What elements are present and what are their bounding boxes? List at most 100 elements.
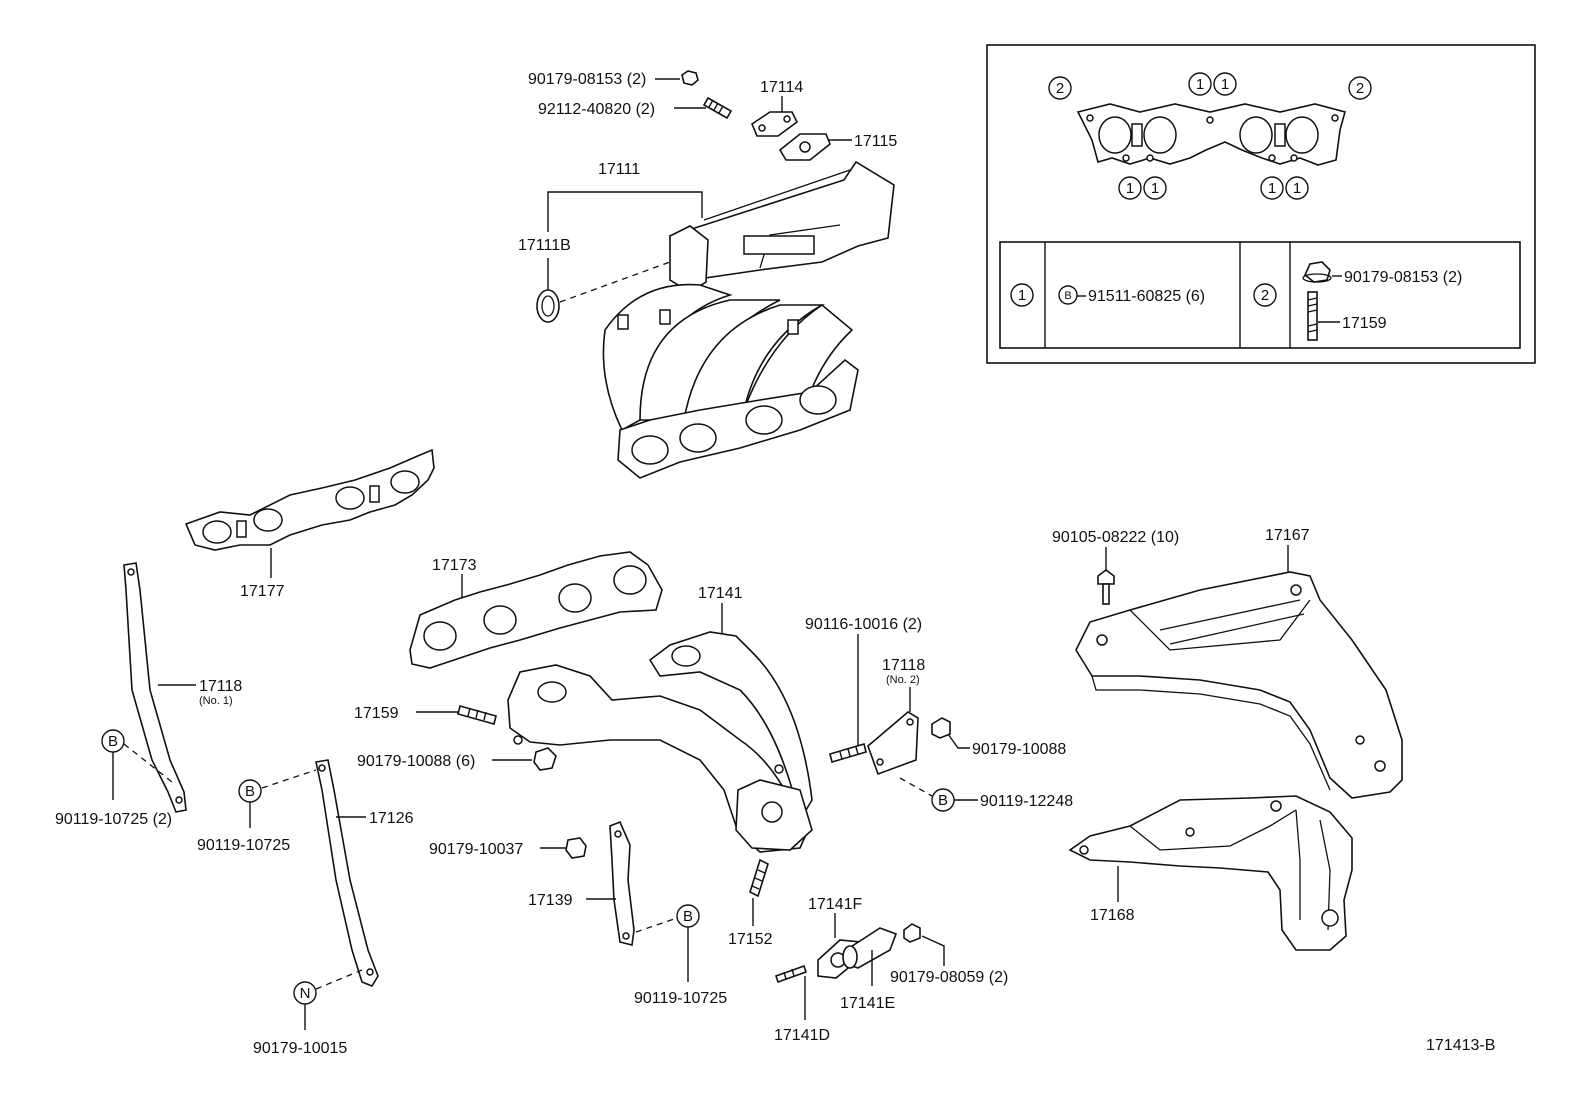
bracket-17139 [609,820,635,946]
svg-text:2: 2 [1261,287,1269,304]
label-90179-10088: 90179-10088 [972,741,1066,758]
stud-bolt-icon [1307,291,1318,341]
svg-text:2: 2 [1056,80,1064,97]
label-90179-10037: 90179-10037 [429,841,523,858]
stay-17118-no2 [867,711,919,776]
svg-text:1: 1 [1196,76,1204,93]
inset-gasket-drawing [1076,103,1346,166]
legend-row2-stud-part-number: 17159 [1342,315,1387,332]
label-17115: 17115 [854,133,897,150]
svg-text:1: 1 [1126,180,1134,197]
nut-90179-10088-right-icon [931,717,951,739]
exhaust-manifold-17141 [507,631,813,853]
nut-90179-10088-icon [533,747,557,771]
svg-text:B: B [108,733,118,750]
label-17118-no1: 17118 [199,678,242,695]
svg-text:B: B [245,783,255,800]
label-17173: 17173 [432,557,477,574]
plug-17111B-icon [536,289,560,323]
inset-callout-1-bottom-a: 1 [1118,176,1142,200]
label-90179-08153: 90179-08153 (2) [528,71,646,88]
plate-17114-icon [751,111,799,137]
label-17114: 17114 [760,79,803,96]
legend-row2-marker: 2 [1253,283,1277,307]
svg-text:1: 1 [1151,180,1159,197]
label-17118-no2: 17118 [882,657,925,674]
bolt-symbol-b-1: B [101,729,125,753]
nut-90179-08153-icon [681,70,699,86]
cover-17141E-icon [842,927,898,969]
inset-callout-1-bottom-d: 1 [1285,176,1309,200]
label-90179-10088-6: 90179-10088 (6) [357,753,475,770]
label-90119-10725-a: 90119-10725 [197,837,290,854]
stay-17118-no1 [123,562,187,813]
legend-row1-part-number: 91511-60825 (6) [1088,288,1205,305]
label-17141: 17141 [698,585,743,602]
stay-17126 [315,759,379,987]
label-17168: 17168 [1090,907,1135,924]
heat-insulator-17168 [1068,795,1353,951]
diagram-code: 171413-B [1426,1037,1495,1054]
label-17167: 17167 [1265,527,1310,544]
nut-90179-10037-icon [565,837,587,859]
flange-nut-icon [1302,261,1332,283]
inset-legend-table: 1 B 91511-60825 (6) 2 90179-08153 (2) [999,241,1521,349]
label-17177: 17177 [240,583,285,600]
gasket-17173 [409,551,663,669]
label-17152: 17152 [728,931,773,948]
inset-callout-1-top-b: 1 [1213,72,1237,96]
label-92112-40820: 92112-40820 (2) [538,101,655,118]
bolt-symbol-b-4: B [931,788,955,812]
svg-text:B: B [1064,290,1071,302]
inset-callout-1-top-a: 1 [1188,72,1212,96]
bolt-symbol-b-3: B [676,904,700,928]
legend-row2-nut-part-number: 90179-08153 (2) [1344,269,1462,286]
legend-row1-marker: 1 [1010,283,1034,307]
label-17126: 17126 [369,810,414,827]
label-17111: 17111 [598,161,640,178]
label-17111B: 17111B [518,237,571,254]
label-90119-12248: 90119-12248 [980,793,1073,810]
label-90116-10016: 90116-10016 (2) [805,616,922,633]
gasket-17177 [184,448,435,551]
stud-90116-10016-icon [829,742,867,764]
label-17139: 17139 [528,892,573,909]
stud-17159-icon [457,705,497,725]
nut-90179-08059-icon [903,923,921,943]
svg-text:2: 2 [1356,80,1364,97]
label-90119-10725-2: 90119-10725 (2) [55,811,172,828]
stud-17152-icon [749,858,769,898]
gasket-17115-icon [778,133,831,161]
nut-symbol-n: N [293,981,317,1005]
bolt-90105-08222-icon [1097,569,1115,605]
inset-callout-2-left: 2 [1048,76,1072,100]
label-17141D: 17141D [774,1027,830,1044]
label-17141F: 17141F [808,896,862,913]
bolt-symbol-b-2: B [238,779,262,803]
label-17118-no1-sub: (No. 1) [199,695,233,707]
gasket-legend-inset: 2 1 1 2 1 1 1 1 [986,44,1536,364]
svg-text:B: B [683,908,693,925]
intake-manifold-17111 [602,160,895,479]
label-17141E: 17141E [840,995,895,1012]
label-17159: 17159 [354,705,399,722]
svg-text:B: B [938,792,948,809]
inset-callout-1-bottom-b: 1 [1143,176,1167,200]
svg-text:1: 1 [1221,76,1229,93]
stud-17141D-icon [774,964,808,984]
svg-text:1: 1 [1018,287,1026,304]
svg-text:N: N [300,985,311,1002]
label-17118-no2-sub: (No. 2) [886,674,920,686]
inset-frame [986,44,1536,364]
label-90179-08059: 90179-08059 (2) [890,969,1008,986]
inset-callout-1-bottom-c: 1 [1260,176,1284,200]
svg-text:1: 1 [1293,180,1301,197]
stud-92112-40820-icon [702,96,733,120]
inset-callout-2-right: 2 [1348,76,1372,100]
legend-row1-b-symbol: B [1058,285,1078,305]
svg-text:1: 1 [1268,180,1276,197]
label-90179-10015: 90179-10015 [253,1040,347,1057]
label-90119-10725-b: 90119-10725 [634,990,727,1007]
